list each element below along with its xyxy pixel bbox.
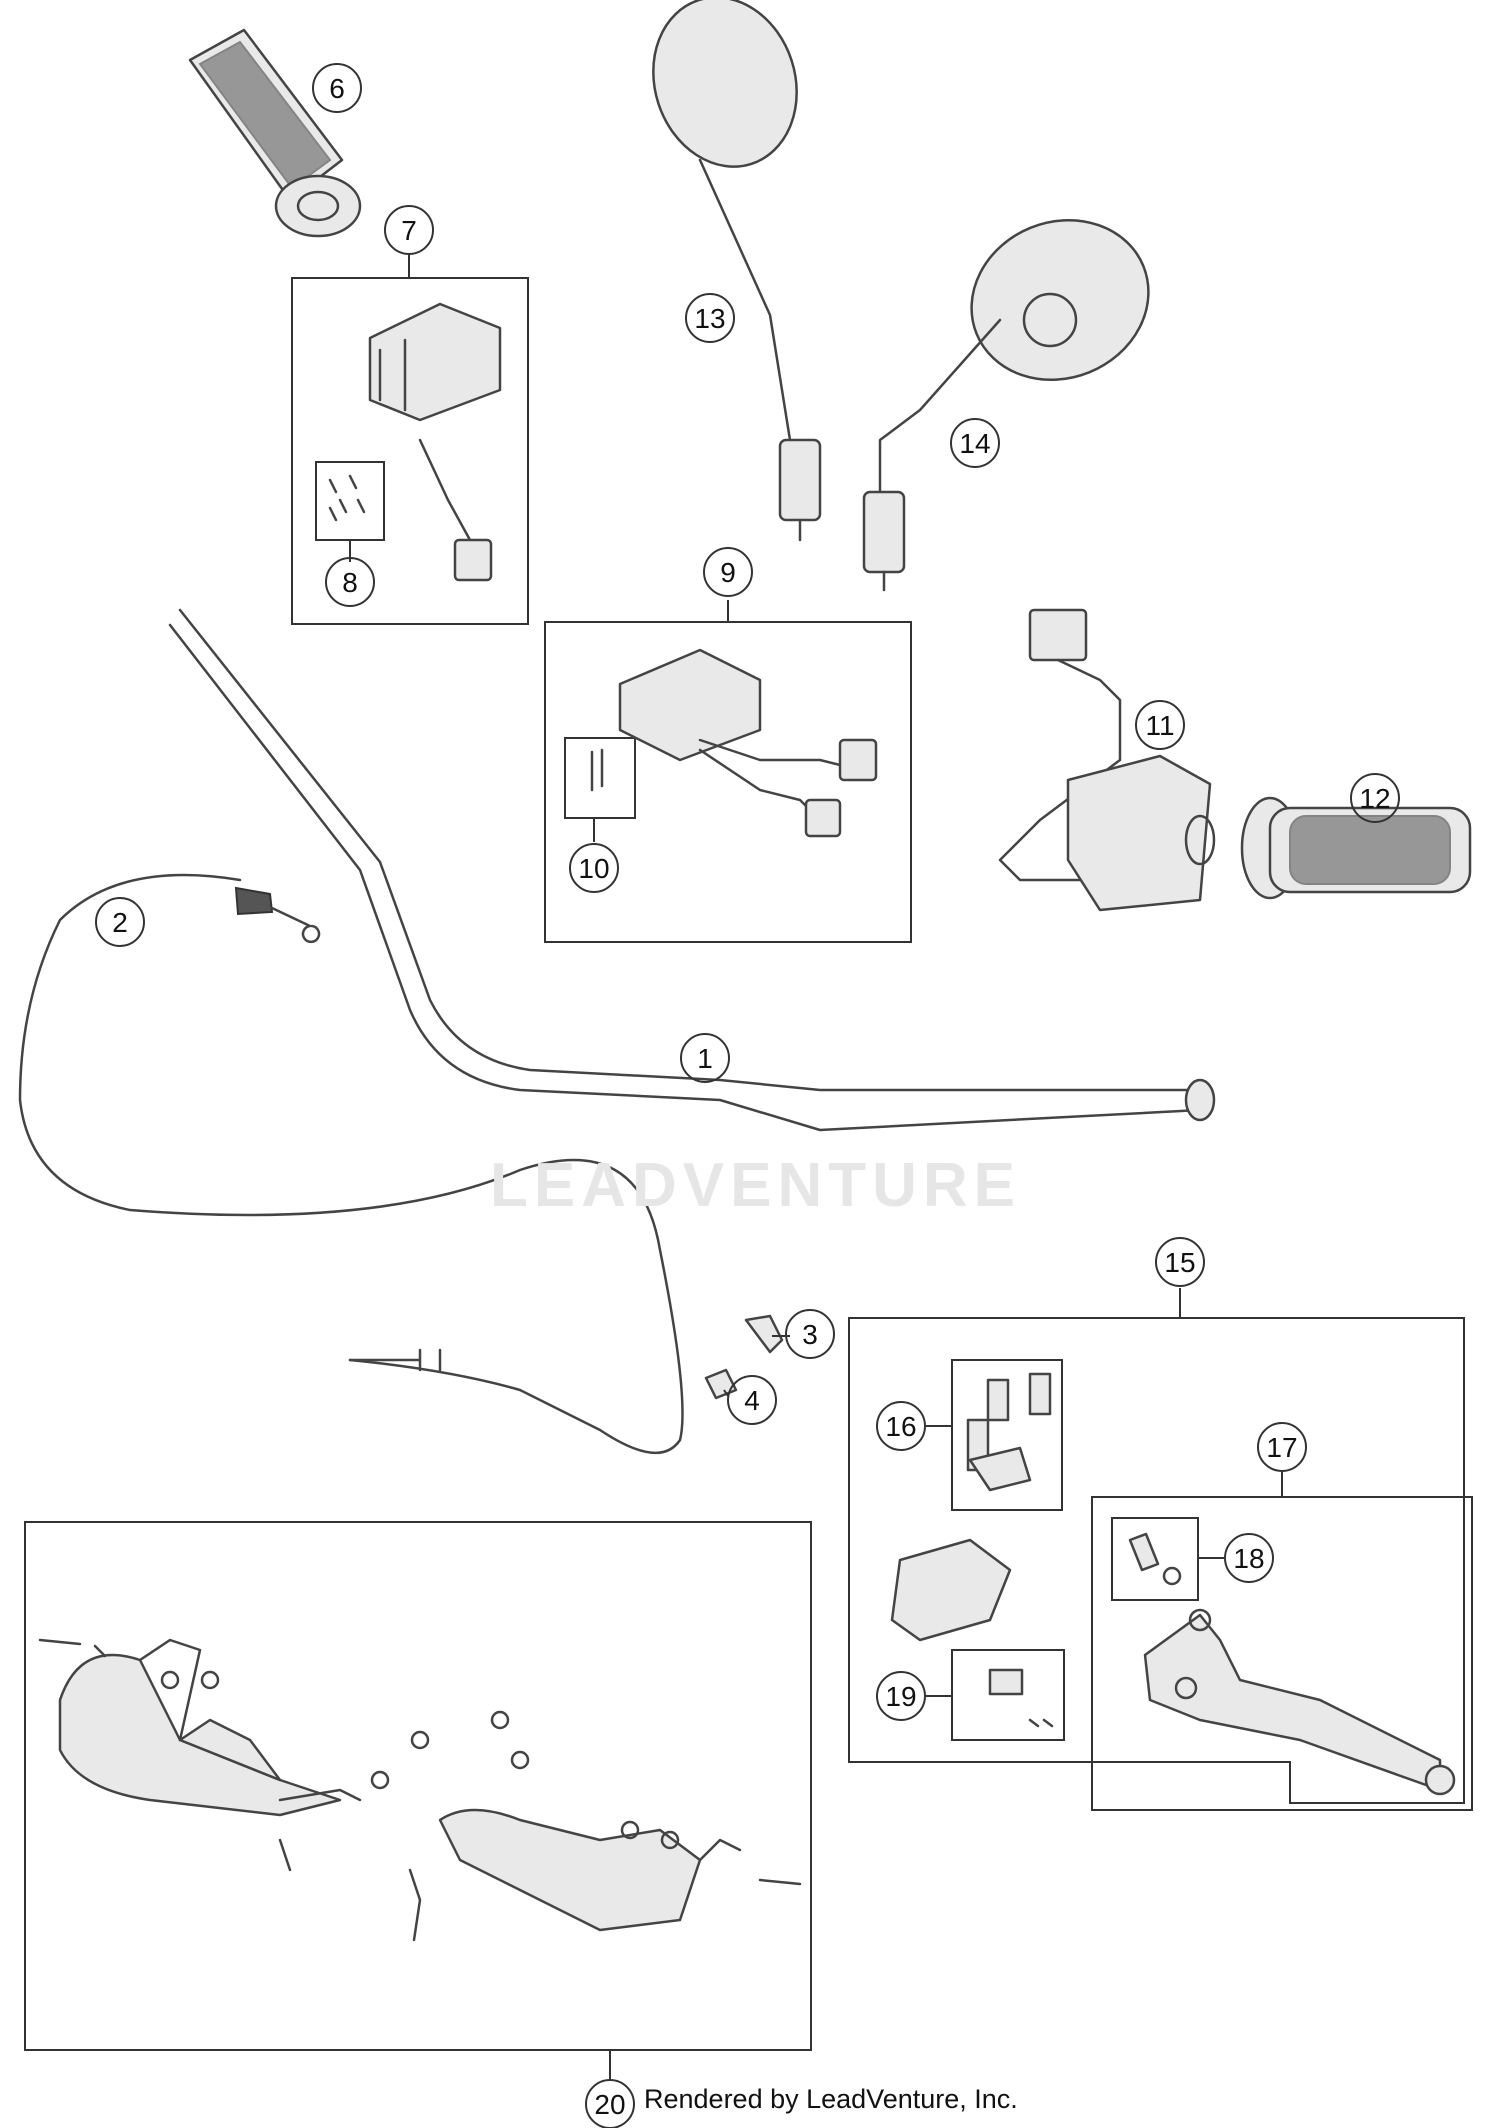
callout-label: 19 (885, 1681, 916, 1712)
handlebar (168, 608, 1216, 1132)
callout-label: 9 (720, 557, 736, 588)
callout-6: 6 (312, 63, 362, 113)
callout-13: 13 (685, 293, 735, 343)
grip-right (1240, 796, 1472, 900)
group-box-15 (848, 1317, 1465, 1804)
callout-12: 12 (1350, 773, 1400, 823)
callout-label: 6 (329, 73, 345, 104)
handguards (38, 1638, 802, 1942)
group-box-10 (564, 737, 636, 819)
switch-right (590, 648, 878, 838)
leader-lines (349, 254, 1283, 2080)
switch-left (328, 302, 502, 582)
callout-label: 3 (802, 1319, 818, 1350)
callout-label: 1 (697, 1043, 713, 1074)
small-part-4 (704, 1368, 738, 1400)
callout-label: 20 (594, 2089, 625, 2120)
callout-4: 4 (727, 1375, 777, 1425)
callout-16: 16 (876, 1401, 926, 1451)
callout-label: 4 (744, 1385, 760, 1416)
clutch-parts (890, 1372, 1456, 1796)
mirror-left (652, 0, 822, 542)
callout-10: 10 (569, 843, 619, 893)
grip-left (188, 28, 362, 238)
callout-3: 3 (785, 1309, 835, 1359)
watermark: LEADVENTURE (490, 1151, 1022, 1220)
callout-label: 14 (959, 428, 990, 459)
callout-11: 11 (1135, 700, 1185, 750)
group-box-20 (24, 1521, 812, 2051)
callout-label: 7 (401, 215, 417, 246)
callout-2: 2 (95, 897, 145, 947)
callout-label: 16 (885, 1411, 916, 1442)
callout-9: 9 (703, 547, 753, 597)
callout-label: 12 (1359, 783, 1390, 814)
callout-17: 17 (1257, 1422, 1307, 1472)
callout-15: 15 (1155, 1237, 1205, 1287)
callout-label: 15 (1164, 1247, 1195, 1278)
callout-label: 2 (112, 907, 128, 938)
callout-8: 8 (325, 557, 375, 607)
callout-20: 20 (585, 2079, 635, 2128)
callout-label: 11 (1145, 710, 1174, 741)
callout-label: 8 (342, 567, 358, 598)
footer-credit: Rendered by LeadVenture, Inc. (644, 2084, 1018, 2114)
throttle-cable (18, 873, 684, 1455)
callout-label: 13 (694, 303, 725, 334)
group-box-16 (951, 1359, 1063, 1511)
mirror-right (862, 218, 1150, 592)
callout-19: 19 (876, 1671, 926, 1721)
callout-14: 14 (950, 418, 1000, 468)
switch-right-2 (998, 608, 1216, 912)
callout-18: 18 (1224, 1533, 1274, 1583)
callout-label: 18 (1233, 1543, 1264, 1574)
group-box-8 (315, 461, 385, 541)
small-part-3 (744, 1314, 784, 1354)
callout-label: 17 (1266, 1432, 1297, 1463)
callout-label: 10 (578, 853, 609, 884)
callout-7: 7 (384, 205, 434, 255)
callout-1: 1 (680, 1033, 730, 1083)
